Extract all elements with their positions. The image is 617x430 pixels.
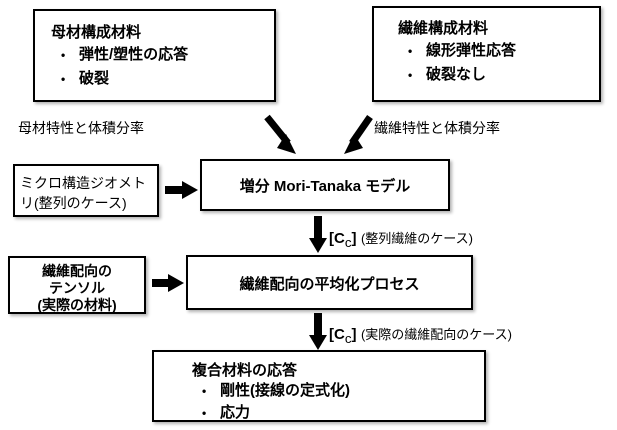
box-mori-tanaka-text: 増分 Mori-Tanaka モデル <box>202 175 448 196</box>
box-matrix-constituent: 母材構成材料 弾性/塑性の応答 破裂 <box>33 9 276 102</box>
box-orientation-averaging: 繊維配向の平均化プロセス <box>186 255 473 310</box>
box-matrix-bullets: 弾性/塑性の応答 破裂 <box>57 43 188 91</box>
label-fiber-properties: 繊維特性と体積分率 <box>374 120 500 136</box>
box-fiber-orientation-tensor-text: 繊維配向の テンソル (実際の材料) <box>10 263 144 314</box>
cc-note: (実際の繊維配向のケース) <box>360 327 512 342</box>
text-line: ミクロ構造ジオメト <box>20 175 146 191</box>
label-matrix-properties: 母材特性と体積分率 <box>18 120 144 136</box>
box-composite-response-title: 複合材料の応答 <box>192 362 298 379</box>
cc-symbol-close: ] <box>351 230 357 247</box>
box-fiber-constituent: 繊維構成材料 線形弾性応答 破裂なし <box>372 6 601 102</box>
box-composite-response-bullets: 剛性(接線の定式化) 応力 <box>198 380 350 424</box>
list-item: 剛性(接線の定式化) <box>198 380 350 402</box>
arrow-tensor-to-averaging <box>152 274 184 292</box>
text-line: 繊維配向の <box>42 263 112 279</box>
arrow-averaging-to-response <box>309 313 327 350</box>
cc-symbol-open: [C <box>329 230 345 247</box>
text-line: リ(整列のケース) <box>20 195 127 211</box>
arrow-model-to-averaging <box>309 216 327 253</box>
cc-note: (整列繊維のケース) <box>360 231 473 246</box>
text-line: (実際の材料) <box>37 297 117 313</box>
box-fiber-title: 繊維構成材料 <box>398 20 489 37</box>
box-microstructure-text: ミクロ構造ジオメト リ(整列のケース) <box>15 173 157 213</box>
box-fiber-bullets: 線形弾性応答 破裂なし <box>404 39 516 87</box>
box-microstructure-geometry: ミクロ構造ジオメト リ(整列のケース) <box>13 164 159 217</box>
cc-symbol-subscript: c <box>344 235 352 251</box>
list-item: 破裂 <box>57 67 188 91</box>
arrow-matrix-to-model <box>264 114 296 154</box>
list-item: 破裂なし <box>404 63 516 87</box>
text-line: 増分 Mori-Tanaka モデル <box>239 178 411 195</box>
cc-symbol-close: ] <box>351 326 357 343</box>
label-cc-real-case: [Cc] (実際の繊維配向のケース) <box>329 324 512 346</box>
box-mori-tanaka-model: 増分 Mori-Tanaka モデル <box>200 159 450 211</box>
list-item: 応力 <box>198 402 350 424</box>
text-line: テンソル <box>49 280 105 296</box>
box-orientation-averaging-text: 繊維配向の平均化プロセス <box>188 273 471 294</box>
arrow-micro-to-model <box>165 181 198 199</box>
list-item: 線形弾性応答 <box>404 39 516 63</box>
box-fiber-orientation-tensor: 繊維配向の テンソル (実際の材料) <box>8 256 146 314</box>
label-cc-aligned-case: [Cc] (整列繊維のケース) <box>329 228 473 250</box>
arrow-fiber-to-model <box>344 115 373 154</box>
cc-symbol-open: [C <box>329 326 345 343</box>
box-composite-response: 複合材料の応答 剛性(接線の定式化) 応力 <box>152 350 486 424</box>
cc-symbol-subscript: c <box>344 331 352 347</box>
text-line: 繊維配向の平均化プロセス <box>239 276 420 293</box>
list-item: 弾性/塑性の応答 <box>57 43 188 67</box>
box-matrix-title: 母材構成材料 <box>51 24 142 41</box>
